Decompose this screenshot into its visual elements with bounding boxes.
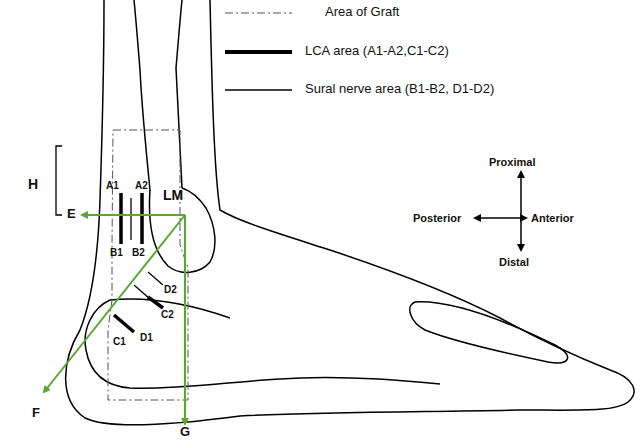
reference-line xyxy=(82,214,185,216)
sural-line xyxy=(148,272,163,285)
landmark-label: LM xyxy=(163,188,183,203)
point-label: B2 xyxy=(132,247,145,258)
legend-sample xyxy=(225,50,292,54)
lca-line xyxy=(114,315,134,332)
direction-label: Proximal xyxy=(489,156,535,168)
lca-line xyxy=(119,193,123,244)
point-label: E xyxy=(67,207,76,221)
bone-line xyxy=(134,0,140,70)
legend-sample xyxy=(225,13,292,14)
metatarsal-outline xyxy=(410,302,568,363)
legend-text: Sural nerve area (B1-B2, D1-D2) xyxy=(305,82,494,96)
lateral-malleolus xyxy=(150,188,215,272)
reference-line xyxy=(44,215,185,392)
point-label: D2 xyxy=(164,284,177,295)
point-label: A2 xyxy=(135,180,148,191)
direction-label: Posterior xyxy=(413,212,461,224)
point-label: G xyxy=(180,425,190,439)
direction-label: Anterior xyxy=(531,212,574,224)
legend-text: Area of Graft xyxy=(325,5,399,19)
direction-label: Distal xyxy=(499,256,529,268)
point-label: C2 xyxy=(161,309,174,320)
sural-line xyxy=(130,198,131,240)
leg-foot-outline xyxy=(66,0,634,425)
point-label: D1 xyxy=(140,332,153,343)
point-label: C1 xyxy=(113,336,126,347)
point-label: B1 xyxy=(110,247,123,258)
lca-line xyxy=(140,193,144,244)
dimension-label: H xyxy=(28,177,38,192)
compass-arrow xyxy=(520,218,522,250)
bone-line xyxy=(176,0,182,68)
legend-sample xyxy=(225,89,292,90)
graft-area xyxy=(108,130,188,400)
compass-arrow xyxy=(521,217,526,219)
reference-line xyxy=(184,215,186,424)
compass-arrow xyxy=(475,217,521,219)
point-label: A1 xyxy=(106,180,119,191)
fibula-line xyxy=(176,68,182,188)
compass-arrow xyxy=(520,172,522,218)
sural-line xyxy=(134,285,150,299)
h-bracket xyxy=(56,146,62,215)
point-label: F xyxy=(32,406,40,420)
legend-text: LCA area (A1-A2,C1-C2) xyxy=(305,44,449,58)
calcaneus-outline xyxy=(85,300,440,388)
